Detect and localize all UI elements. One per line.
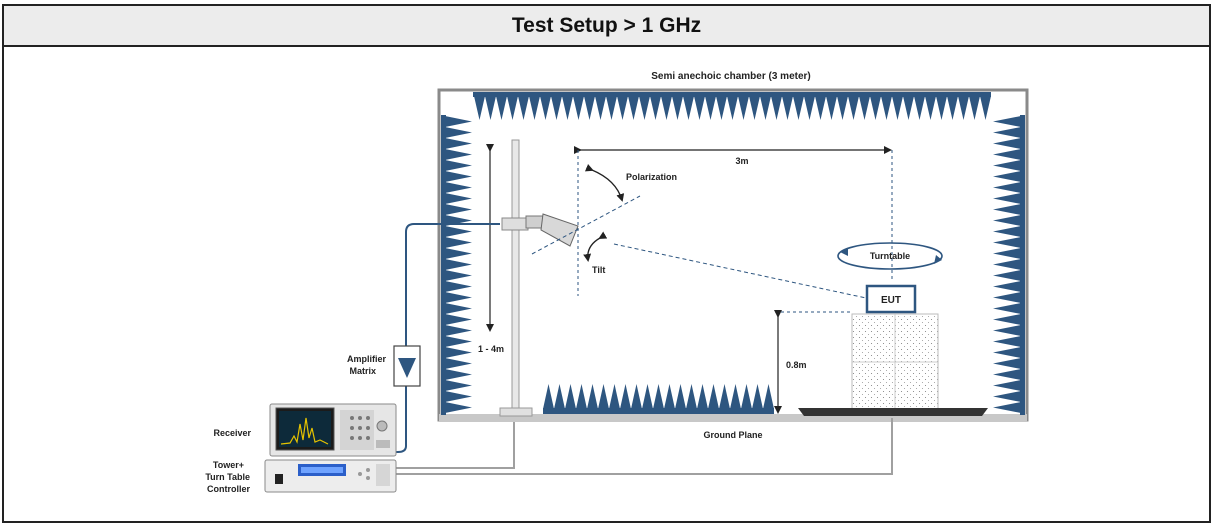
polarization-arrow [584,163,625,202]
ground-plane-label: Ground Plane [703,430,762,440]
receiver-label: Receiver [213,428,251,438]
controller-label-line2: Turn Table [205,472,250,482]
receiver-device [269,403,397,457]
turntable-arrow-left [840,248,848,256]
amplifier-label-line1: Amplifier [347,354,387,364]
page-title: Test Setup > 1 GHz [511,13,702,37]
mast-base [499,407,533,417]
rf-cable-antenna [405,223,500,346]
horn-antenna [525,213,579,247]
line-of-sight [613,243,867,299]
table-height-label: 0.8m [786,360,807,370]
turntable-platform [798,408,988,416]
absorber-ceiling [473,92,991,120]
absorber-left-wall [441,115,472,415]
controller-label-line1: Tower+ [213,460,244,470]
tilt-label: Tilt [592,265,605,275]
rf-cable-receiver [378,386,407,453]
mast-clamp [501,217,529,231]
polarization-label: Polarization [626,172,677,182]
controller-device [264,459,397,493]
turntable-arrow-right [934,255,942,264]
eut-box [865,284,917,314]
amplifier-box [393,345,421,387]
header-bar: Test Setup > 1 GHz [4,6,1209,47]
turntable-label: Turntable [870,251,910,261]
controller-label-line3: Controller [207,484,250,494]
absorber-right-wall [993,115,1025,415]
turntable-rotation-ellipse [837,242,943,270]
absorber-floor-patch [543,384,774,414]
turntable-control-cable [396,418,893,475]
height-range-label: 1 - 4m [478,344,504,354]
distance-label: 3m [735,156,748,166]
amplifier-label-line2: Matrix [349,366,376,376]
antenna-mast [511,139,520,413]
tilt-arrow [583,231,608,262]
chamber-label: Semi anechoic chamber (3 meter) [651,71,811,82]
chamber-wall [437,88,1029,422]
ground-plane-floor [439,414,1027,422]
mast-control-cable [396,422,515,469]
eut-label: EUT [881,295,901,306]
amplifier-icon [398,358,416,378]
